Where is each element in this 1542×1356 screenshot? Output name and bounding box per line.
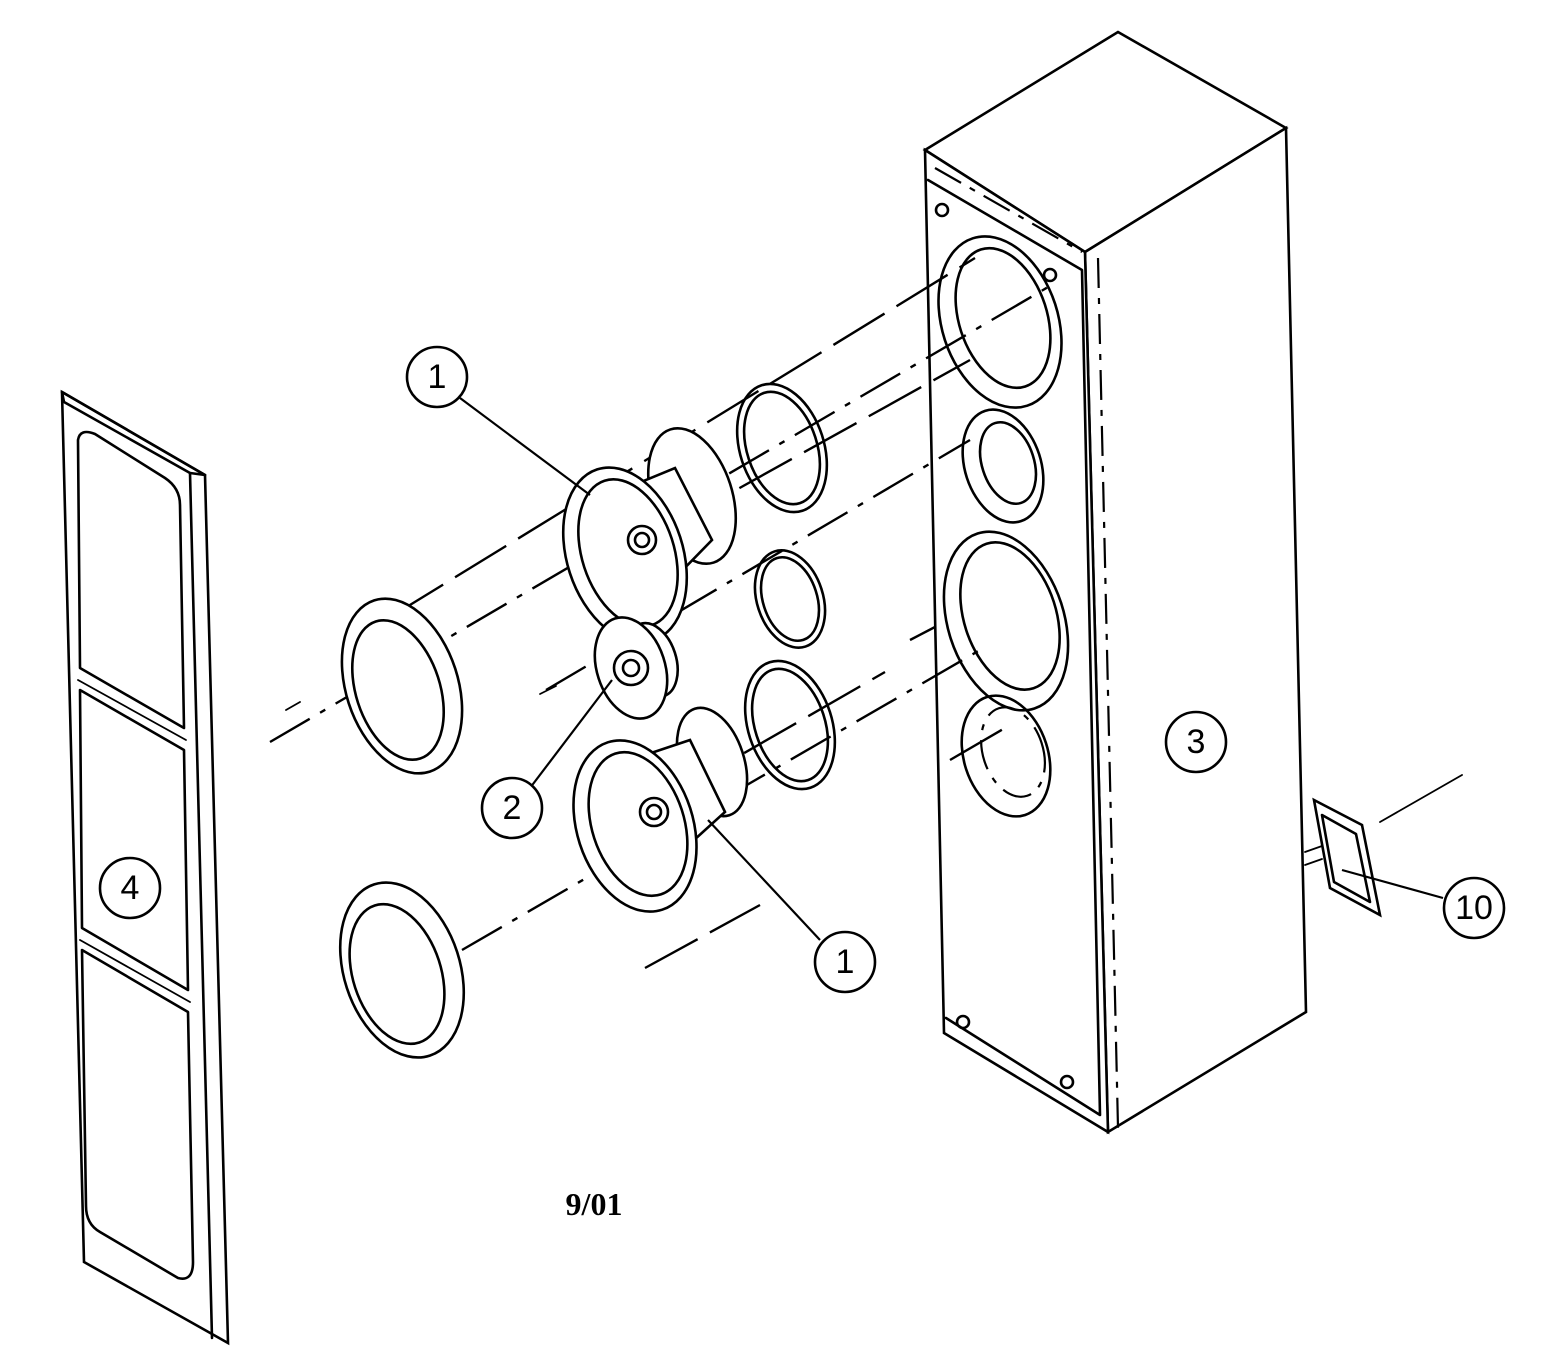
callout-label: 2 (503, 789, 522, 827)
terminal-plate (1304, 797, 1382, 918)
callout-label: 1 (836, 943, 855, 981)
callout-grille: 4 (98, 856, 162, 920)
callout-tweeter: 2 (480, 776, 544, 840)
cabinet-screw-br (1059, 1074, 1075, 1090)
woofer-upper (561, 426, 738, 644)
gasket-rings (735, 382, 837, 791)
callout-terminal: 10 (1442, 876, 1506, 940)
trim-rings (285, 597, 466, 1059)
callout-label: 10 (1455, 889, 1493, 927)
callout-cabinet: 3 (1164, 710, 1228, 774)
cabinet (922, 30, 1308, 1135)
woofer-lower (572, 706, 749, 913)
tweeter (539, 616, 679, 720)
cabinet-screw-tl (934, 202, 950, 218)
cabinet-screw-bl (955, 1014, 971, 1030)
date-code: 9/01 (566, 1186, 623, 1222)
callout-label: 3 (1187, 723, 1206, 761)
callout-label: 4 (121, 869, 140, 907)
callout-woofer-lower: 1 (813, 930, 877, 994)
callout-label: 1 (428, 358, 447, 396)
leader-lines (459, 397, 1444, 941)
callout-woofer-upper: 1 (405, 345, 469, 409)
cabinet-screw-tr (1042, 267, 1058, 283)
